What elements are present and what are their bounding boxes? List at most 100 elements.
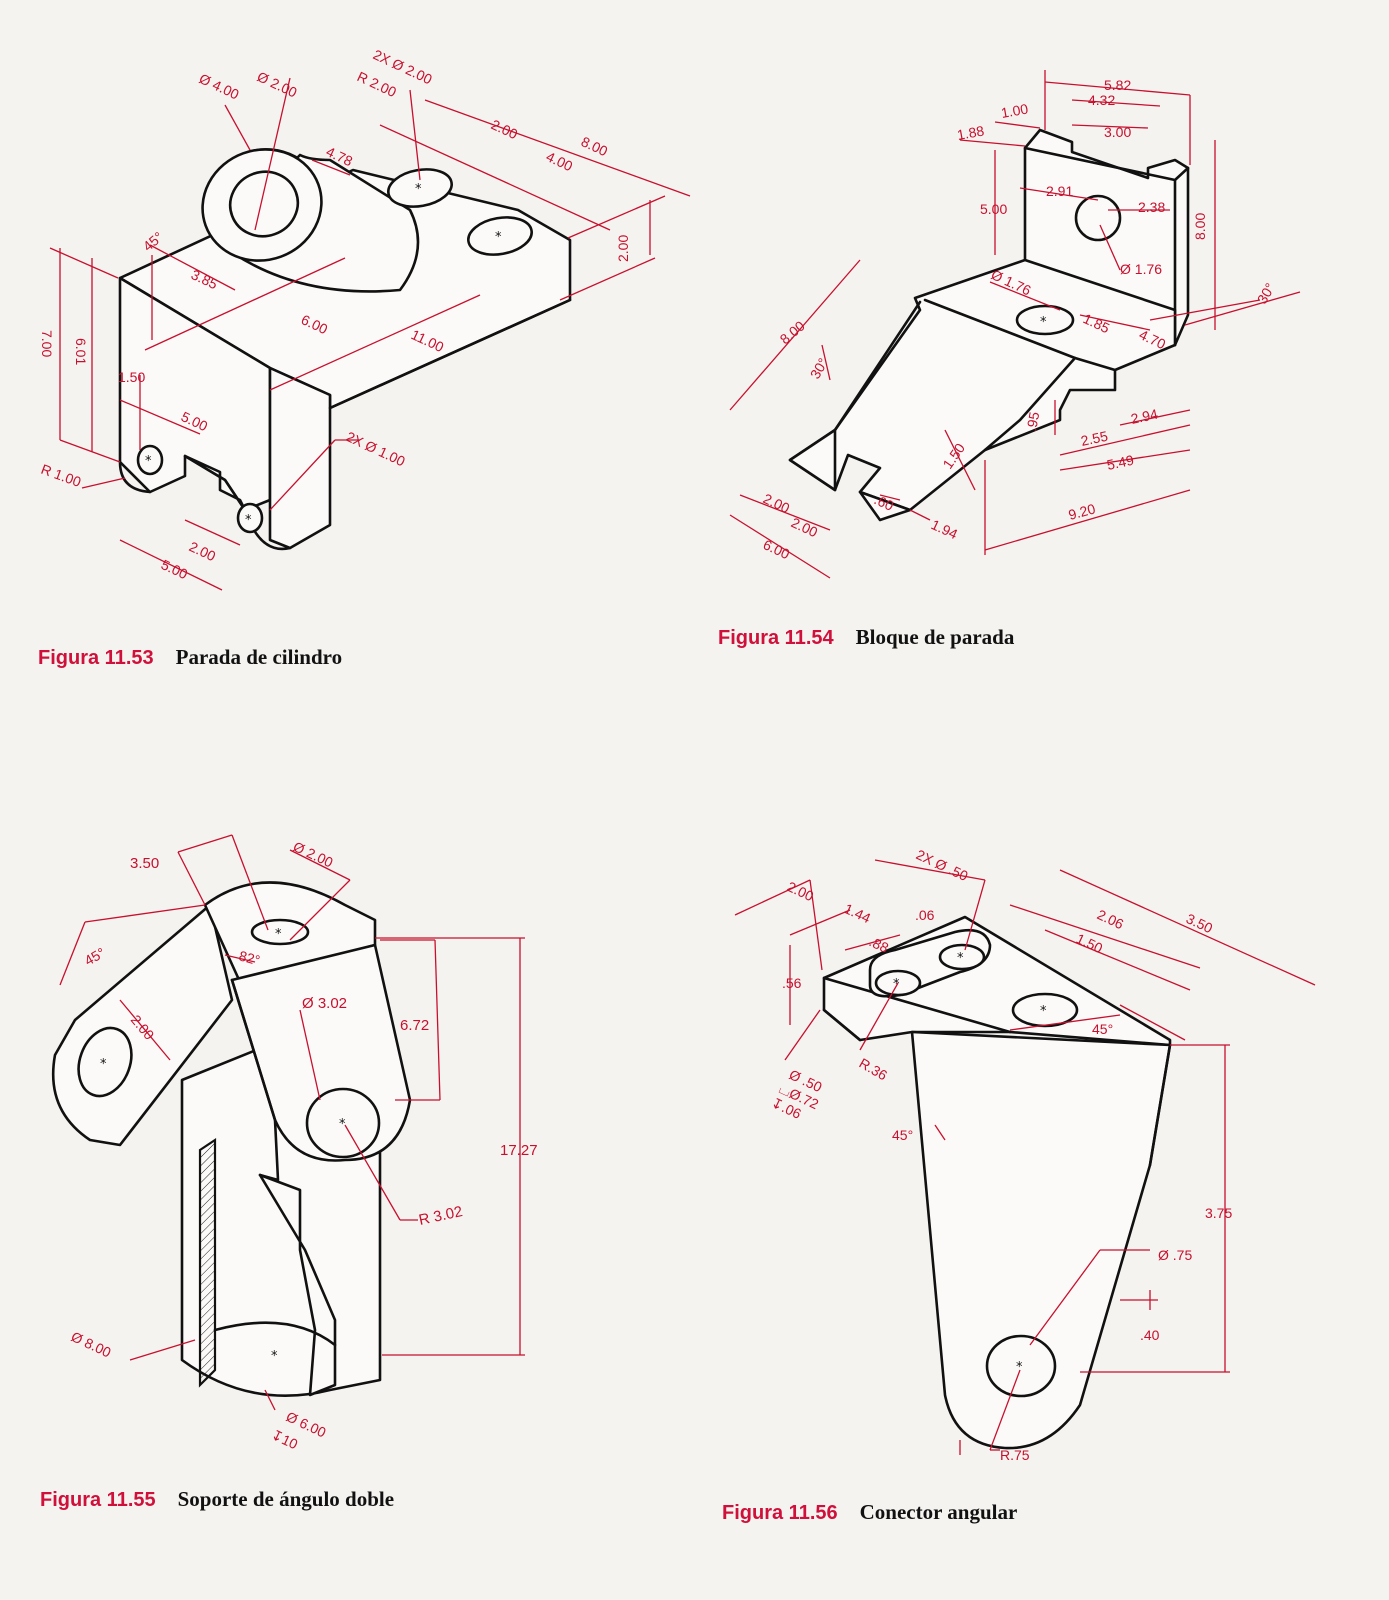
center-mark: * xyxy=(245,513,252,528)
small-hole-1 xyxy=(136,444,164,476)
section-hatch xyxy=(198,1137,217,1388)
dim-label: .56 xyxy=(782,975,802,991)
plate-hole-1 xyxy=(387,168,453,208)
tapered-web xyxy=(910,1030,1172,1450)
dim-label: 2X Ø .50 xyxy=(914,846,971,884)
dim-label: 6.00 xyxy=(761,536,793,562)
dim-label: Ø .75 xyxy=(1158,1247,1192,1263)
side-block xyxy=(268,366,332,550)
center-mark: * xyxy=(957,951,964,966)
slot xyxy=(183,454,247,512)
figure-11-54-drawing: * xyxy=(729,70,1301,579)
dim-label: 2.55 xyxy=(1079,428,1109,449)
top-hole xyxy=(1011,992,1079,1028)
dim-label: 45° xyxy=(1092,1021,1113,1037)
figure-number: Figura 11.55 xyxy=(40,1489,156,1511)
center-mark: * xyxy=(1016,1360,1023,1375)
web-edge xyxy=(1148,1043,1172,1167)
dim-label: 6.72 xyxy=(400,1017,429,1034)
center-mark: * xyxy=(271,1349,278,1364)
dim-label: 9.20 xyxy=(1067,500,1098,523)
center-mark: * xyxy=(275,927,282,942)
dim-label: .40 xyxy=(1140,1327,1160,1343)
left-arm-hole xyxy=(77,1026,133,1098)
center-mark: * xyxy=(495,230,502,245)
cut-edge xyxy=(258,1173,337,1397)
caption-figure-11-54: Figura 11.54 Bloque de parada xyxy=(718,625,1014,650)
center-mark: * xyxy=(145,454,152,469)
dim-label: 2.91 xyxy=(1046,183,1073,199)
small-hole-2 xyxy=(236,502,264,534)
dim-label: Ø 1.76 xyxy=(1120,261,1162,277)
dim-label: R 1.00 xyxy=(39,461,83,490)
figure-11-56-drawing: * * * * xyxy=(734,846,1316,1463)
dim-label: 3.00 xyxy=(1104,124,1131,140)
dim-label: 17.27 xyxy=(500,1142,538,1159)
dim-label: 7.00 xyxy=(39,330,55,357)
figure-number: Figura 11.56 xyxy=(722,1502,838,1524)
dim-label: 8.00 xyxy=(579,133,611,159)
figure-number: Figura 11.54 xyxy=(718,627,834,649)
dim-label: 8.00 xyxy=(1192,213,1208,240)
dim-label: 45° xyxy=(892,1127,913,1143)
dim-label: 1.88 xyxy=(956,122,986,143)
back-hole xyxy=(1074,194,1122,242)
v-notch xyxy=(788,428,837,492)
dim-label: 2.94 xyxy=(1129,406,1159,427)
dim-label: 2.00 xyxy=(761,490,793,516)
dim-label: 5.00 xyxy=(159,556,191,582)
dim-label: 45° xyxy=(140,228,167,254)
dim-label: 4.32 xyxy=(1088,92,1115,108)
slot-hole-2 xyxy=(938,943,986,971)
dim-label: 1.00 xyxy=(1000,100,1030,121)
dim-label: .06 xyxy=(915,907,935,923)
dim-label: 82° xyxy=(237,947,262,968)
plate-edge xyxy=(328,298,572,410)
figure-title: Parada de cilindro xyxy=(175,645,343,669)
top-block-edges xyxy=(822,976,1012,1042)
figure-11-55-drawing: * * * * 3.50 Ø 2.00 45° xyxy=(51,834,538,1452)
figure-title: Bloque de parada xyxy=(855,625,1015,649)
dimension-lines xyxy=(729,70,1301,579)
dim-label: 5.82 xyxy=(1104,77,1131,93)
dim-label: 2.00 xyxy=(785,878,817,904)
dim-label: Ø 3.02 xyxy=(302,995,347,1012)
dim-label: .60 xyxy=(872,491,897,514)
body-edge-2 xyxy=(833,300,922,432)
dim-label: Ø 4.00 xyxy=(197,70,242,102)
body-edge-3 xyxy=(983,356,1077,452)
plate-hole-2 xyxy=(467,216,533,256)
dim-label: 2.06 xyxy=(1095,906,1127,932)
dim-label: 1.44 xyxy=(842,900,874,926)
dim-label: Ø 8.00 xyxy=(69,1328,114,1360)
dim-label: Ø 2.00 xyxy=(291,838,336,870)
dim-label: 2.00 xyxy=(615,235,631,262)
dim-label: 2.00 xyxy=(489,116,521,142)
figure-number: Figura 11.53 xyxy=(38,647,154,669)
bottom-hole xyxy=(985,1334,1057,1398)
dim-label: 2.00 xyxy=(789,514,821,540)
dim-label: 2X Ø 1.00 xyxy=(344,428,408,469)
dim-label: 2.38 xyxy=(1138,199,1165,215)
dim-label: .95 xyxy=(1023,410,1042,432)
inner-ellipse xyxy=(213,1321,337,1347)
dim-label: R.36 xyxy=(857,1055,891,1084)
dim-label: .88 xyxy=(867,933,892,956)
figure-title: Conector angular xyxy=(859,1500,1018,1524)
front-round xyxy=(118,460,152,494)
caption-figure-11-56: Figura 11.56 Conector angular xyxy=(722,1500,1017,1525)
dim-label: 5.00 xyxy=(980,201,1007,217)
dim-label: 3.75 xyxy=(1205,1205,1232,1221)
dim-label: 3.50 xyxy=(130,855,159,872)
right-arm-edge xyxy=(230,978,280,1182)
dimension-lines xyxy=(49,77,691,591)
dim-label: 2.00 xyxy=(187,538,219,564)
center-mark: * xyxy=(339,1117,346,1132)
dim-label: 1.94 xyxy=(929,516,961,542)
v-notch-2 xyxy=(858,490,912,522)
dimension-lines xyxy=(734,859,1316,1455)
caption-figure-11-55: Figura 11.55 Soporte de ángulo doble xyxy=(40,1487,394,1512)
right-arm-hole xyxy=(305,1087,381,1159)
figure-title: Soporte de ángulo doble xyxy=(177,1487,395,1511)
dim-label: R.75 xyxy=(1000,1447,1030,1463)
